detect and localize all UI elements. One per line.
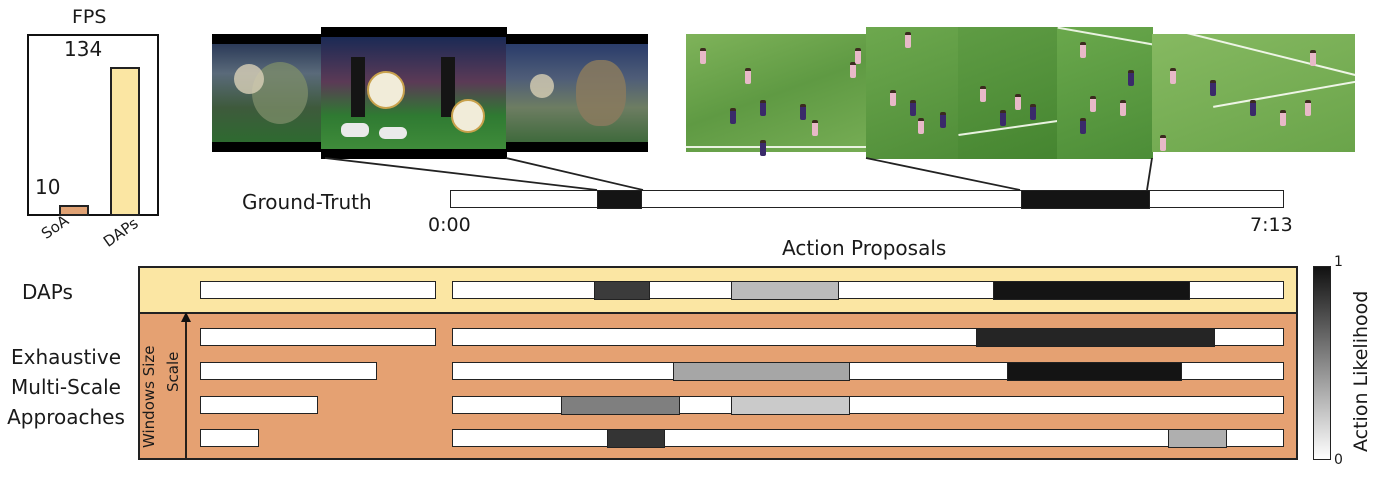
exhaustive-row-1-timeline xyxy=(452,327,1284,347)
exhaustive-label-line: Approaches xyxy=(7,405,125,429)
player-figure xyxy=(730,108,736,124)
exhaustive-row-4-timeline xyxy=(452,428,1284,448)
exhaustive-row-2-proposal-segment xyxy=(1006,361,1182,381)
player-figure xyxy=(1170,68,1176,84)
player-figure xyxy=(1080,42,1086,58)
player-figure xyxy=(980,86,986,102)
ground-truth-timeline xyxy=(450,189,1284,209)
field-frame-5 xyxy=(1152,34,1355,152)
exhaustive-row-3-window-box xyxy=(200,396,318,414)
windows-size-axis-label: Windows Size xyxy=(140,345,158,448)
field-frame-4 xyxy=(1057,27,1153,159)
exhaustive-row-2-proposal-segment xyxy=(672,361,850,381)
exhaustive-row-4-proposal-segment xyxy=(1167,428,1228,448)
action-proposals-title: Action Proposals xyxy=(782,236,947,260)
soa-category-label: SoA xyxy=(38,211,73,243)
colorbar-max-label: 1 xyxy=(1334,254,1343,270)
start-time-label: 0:00 xyxy=(428,214,471,236)
player-figure xyxy=(850,62,856,78)
closeup-frame-3 xyxy=(506,34,648,152)
player-figure xyxy=(1310,50,1316,66)
player-figure xyxy=(1250,100,1256,116)
player-figure xyxy=(1000,110,1006,126)
player-figure xyxy=(800,104,806,120)
closeup-frame-2 xyxy=(321,27,507,159)
player-figure xyxy=(1090,96,1096,112)
daps-row-window-box xyxy=(200,281,436,299)
player-figure xyxy=(1080,118,1086,134)
player-figure xyxy=(918,118,924,134)
player-figure xyxy=(1015,94,1021,110)
player-figure xyxy=(700,48,706,64)
exhaustive-row-1-proposal-segment xyxy=(975,327,1215,347)
daps-row-proposal-segment xyxy=(992,280,1191,300)
exhaustive-row-4-proposal-segment xyxy=(606,428,666,448)
player-figure xyxy=(1160,135,1166,151)
fps-title: FPS xyxy=(72,6,107,28)
player-figure xyxy=(855,48,861,64)
colorbar-title: Action Likelihood xyxy=(1350,290,1372,452)
daps-row-timeline xyxy=(452,280,1284,300)
player-figure xyxy=(760,100,766,116)
daps-row-proposal-segment xyxy=(731,280,839,300)
player-figure xyxy=(1128,70,1134,86)
player-figure xyxy=(1280,110,1286,126)
soa-bar xyxy=(59,204,89,216)
field-frame-3 xyxy=(958,27,1058,159)
end-time-label: 7:13 xyxy=(1250,214,1293,236)
connector-line xyxy=(505,157,644,191)
exhaustive-row-label: Exhaustive Multi-Scale Approaches xyxy=(0,342,132,432)
field-frame-1 xyxy=(686,34,870,152)
ground-truth-label: Ground-Truth xyxy=(242,190,372,214)
ground-truth-segment xyxy=(1020,189,1150,209)
daps-value-label: 134 xyxy=(64,36,103,61)
player-figure xyxy=(1210,80,1216,96)
ground-truth-segment xyxy=(596,189,643,209)
player-figure xyxy=(910,100,916,116)
exhaustive-row-3-proposal-segment xyxy=(560,395,680,415)
player-figure xyxy=(1030,104,1036,120)
exhaustive-row-4-window-box xyxy=(200,429,259,447)
exhaustive-row-1-window-box xyxy=(200,328,436,346)
player-figure xyxy=(1305,100,1311,116)
exhaustive-row-3-proposal-segment xyxy=(731,395,850,415)
connector-line xyxy=(1146,157,1153,191)
closeup-frame-1 xyxy=(212,34,324,152)
daps-row-label: DAPs xyxy=(22,280,73,304)
exhaustive-label-line: Exhaustive xyxy=(10,345,122,369)
scale-arrow-icon xyxy=(181,312,191,458)
colorbar-min-label: 0 xyxy=(1334,452,1343,468)
exhaustive-row-3-timeline xyxy=(452,395,1284,415)
connector-line xyxy=(324,157,598,191)
daps-row-proposal-segment xyxy=(594,280,650,300)
daps-category-label: DAPs xyxy=(100,214,142,251)
player-figure xyxy=(812,120,818,136)
player-figure xyxy=(890,90,896,106)
player-figure xyxy=(1120,100,1126,116)
likelihood-colorbar xyxy=(1313,266,1331,460)
daps-bar xyxy=(110,66,140,216)
exhaustive-row-2-window-box xyxy=(200,362,377,380)
field-frame-2 xyxy=(866,27,960,159)
player-figure xyxy=(940,112,946,128)
connector-line xyxy=(865,157,1021,191)
player-figure xyxy=(760,140,766,156)
player-figure xyxy=(905,32,911,48)
player-figure xyxy=(745,68,751,84)
fps-bar-chart xyxy=(27,34,159,216)
soa-value-label: 10 xyxy=(35,174,61,199)
exhaustive-label-line: Multi-Scale xyxy=(11,375,121,399)
exhaustive-row-2-timeline xyxy=(452,361,1284,381)
